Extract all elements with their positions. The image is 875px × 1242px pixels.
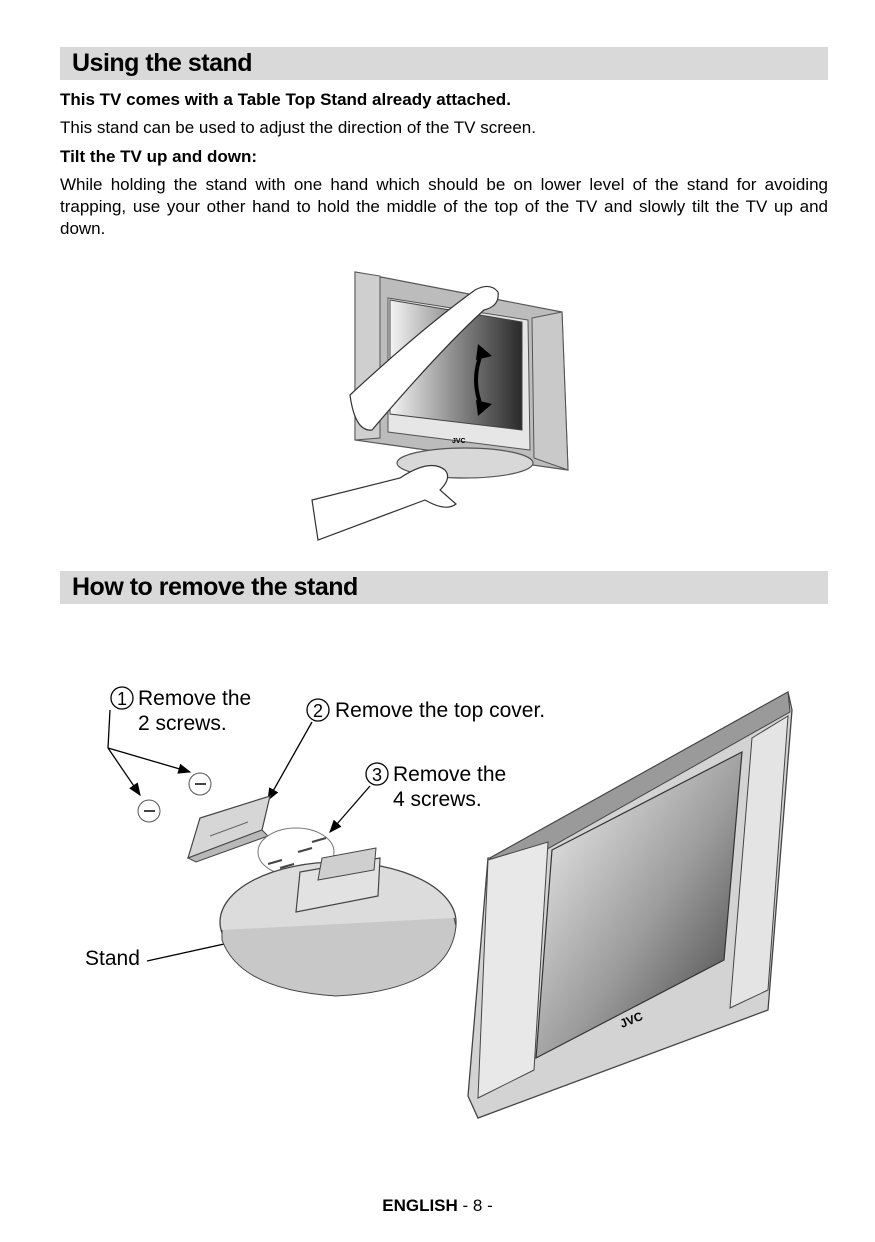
- step3-line2: 4 screws.: [393, 788, 482, 811]
- step1-line1: Remove the: [138, 687, 251, 710]
- step3-circle: [365, 762, 389, 786]
- tilt-subheading: Tilt the TV up and down:: [60, 147, 258, 166]
- section-header-using-stand: Using the stand: [60, 47, 828, 80]
- step2-number: 2: [313, 701, 323, 721]
- step1-line2: 2 screws.: [138, 712, 227, 735]
- section-header-remove-stand: How to remove the stand: [60, 571, 828, 604]
- intro-bold-text: This TV comes with a Table Top Stand alr…: [60, 90, 511, 109]
- section-title: How to remove the stand: [72, 573, 358, 601]
- step1-number: 1: [117, 689, 127, 709]
- step2-circle: [306, 698, 330, 722]
- section-title: Using the stand: [72, 49, 253, 77]
- stand-label: Stand: [85, 947, 140, 970]
- step1-circle: [110, 686, 134, 710]
- step2-text: Remove the top cover.: [335, 699, 545, 722]
- footer-page-number: - 8 -: [462, 1196, 493, 1215]
- brand-logo: JVC: [452, 438, 466, 445]
- intro-text: This stand can be used to adjust the dir…: [60, 118, 536, 137]
- page-footer: ENGLISH - 8 -: [0, 1196, 875, 1216]
- step3-number: 3: [372, 765, 382, 785]
- step3-line1: Remove the: [393, 763, 506, 786]
- tilt-instructions: While holding the stand with one hand wh…: [60, 175, 828, 238]
- footer-language: ENGLISH: [382, 1196, 458, 1215]
